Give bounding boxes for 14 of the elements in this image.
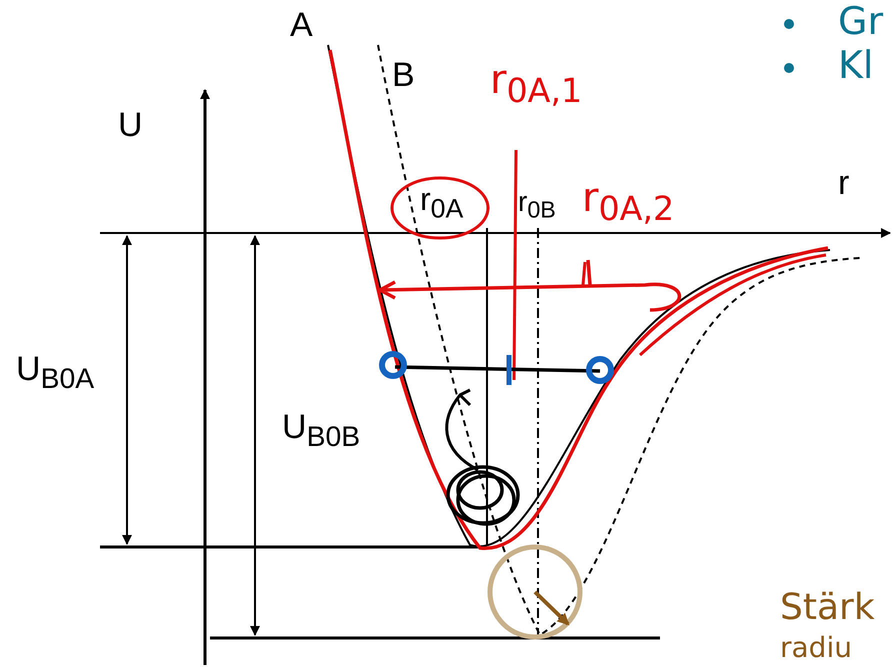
text-fragment: Stärk — [780, 590, 875, 626]
energy-label: U$_{B0B}$ — [282, 410, 360, 452]
handwritten-label: r$_{0A,1}$ — [490, 60, 582, 108]
text-fragment: Gr — [838, 2, 884, 40]
radius-label: r$_{0B}$ — [518, 188, 556, 222]
axis-label: U — [118, 108, 143, 142]
axis-label: r — [838, 166, 850, 200]
radius-label: r$_{0A}$ — [420, 183, 464, 222]
text-fragment: Kl — [838, 46, 874, 84]
energy-label: U$_{B0A}$ — [16, 352, 94, 394]
handwritten-label: r$_{0A,2}$ — [582, 178, 674, 226]
text-fragment: radiu — [780, 634, 852, 662]
curve-label: B — [392, 58, 415, 92]
curve-label: A — [290, 8, 313, 42]
